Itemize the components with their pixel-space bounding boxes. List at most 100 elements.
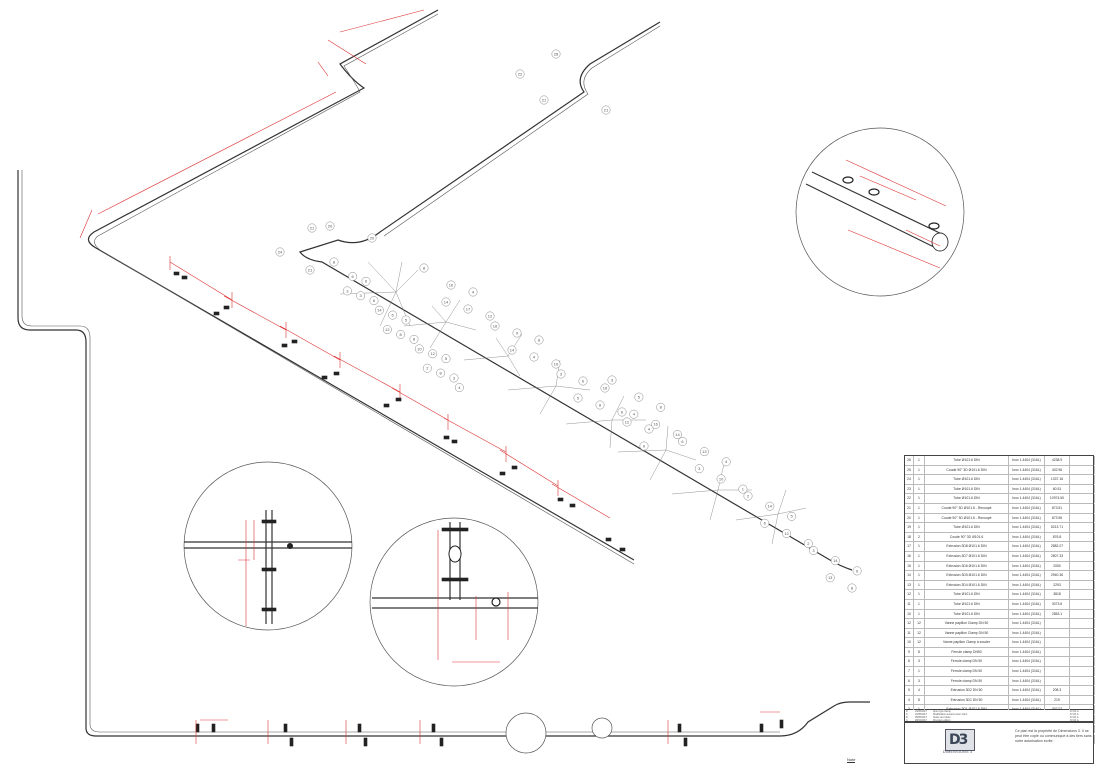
bom-cell: Inox 1.4404 (316L)	[1009, 599, 1045, 609]
bom-cell: Coude 90° 3D Ø101.6 DIN	[925, 465, 1009, 475]
main-right-bubble	[803, 539, 813, 549]
bom-cell: Inox 1.4404 (316L)	[1009, 456, 1045, 465]
bom-cell: Inox 1.4404 (316L)	[1009, 494, 1045, 503]
main-right-bubble-label: 16	[653, 422, 658, 427]
main-right-bubble	[678, 437, 687, 446]
bom-cell: 15	[905, 561, 914, 571]
main-left-bubble-label: 8	[413, 337, 416, 342]
bom-cell: 6	[905, 676, 914, 686]
main-right-bubble-label: 8	[851, 585, 854, 590]
bom-cell: 3818	[1045, 590, 1070, 599]
main-right-bubble-label: 5	[638, 394, 641, 399]
bom-cell: 12	[914, 638, 925, 647]
bom-cell	[1070, 609, 1095, 619]
main-right-bubble	[760, 518, 770, 528]
main-riser-pipe	[17, 170, 870, 737]
main-right-bubble-label: 5	[791, 514, 794, 519]
main-right-bubble-label: 1	[742, 486, 745, 491]
bom-cell: 11	[905, 599, 914, 609]
main-left-bubble	[409, 334, 419, 344]
bom-cell: Inox 1.4404 (316L)	[1009, 686, 1045, 695]
main-mid-bubble	[441, 297, 451, 307]
bom-cell: Coude 90° 3D Ø101.6 - Recoupé	[925, 513, 1009, 523]
bom-cell: 1	[914, 580, 925, 590]
bom-cell	[1070, 590, 1095, 599]
detail-view-center	[369, 517, 539, 687]
bom-cell	[1070, 532, 1095, 542]
revision-cell: Modification suivant retour client	[933, 713, 968, 716]
bom-cell: 402.96	[1045, 465, 1070, 475]
main-right-bubble	[852, 566, 862, 576]
branch-bubble	[307, 223, 317, 233]
main-right-bubble	[830, 556, 840, 566]
main-left-bubble	[422, 363, 432, 373]
bom-cell: Inox 1.4404 (316L)	[1009, 657, 1045, 667]
main-left-bubble-label: 10	[417, 346, 422, 351]
bom-cell: 208.3	[1045, 686, 1070, 695]
main-right-bubble	[825, 573, 835, 583]
main-left-bubble	[449, 373, 459, 383]
bom-cell	[1070, 465, 1095, 475]
bom-cell: 26	[905, 456, 914, 465]
bom-cell: 9	[905, 647, 914, 657]
main-mid-bubble-label: 12	[488, 313, 493, 318]
bom-cell: Inox 1.4404 (316L)	[1009, 705, 1045, 715]
main-right-bubble-label: 13	[828, 575, 833, 580]
bom-cell: 60.51	[1045, 484, 1070, 494]
main-left-bubble	[361, 276, 371, 286]
main-left-bubble	[329, 257, 339, 267]
bom-cell: Extrusion 3D7 Ø101.6 DIN	[925, 551, 1009, 561]
bom-cell: 1	[914, 609, 925, 619]
bom-cell	[1070, 676, 1095, 686]
bom-cell: Inox 1.4404 (316L)	[1009, 676, 1045, 686]
main-right-bubble	[738, 484, 748, 494]
bom-cell: Inox 1.4404 (316L)	[1009, 609, 1045, 619]
bom-cell: 8	[914, 647, 925, 657]
main-mid-bubble	[617, 407, 627, 417]
ramp-pipe	[87, 9, 635, 561]
bom-cell: 2882.07	[1045, 542, 1070, 551]
bom-cell: Inox 1.4404 (316L)	[1009, 571, 1045, 580]
bom-cell: 11	[905, 628, 914, 638]
main-mid-bubble	[507, 345, 517, 355]
bom-cell: 10	[905, 638, 914, 647]
bom-cell: 24	[905, 475, 914, 484]
bom-cell	[1070, 523, 1095, 532]
bom-cell: 1	[914, 590, 925, 599]
bom-cell: Vanne papillon Clamp DN 50	[925, 628, 1009, 638]
revision-cell: B	[906, 716, 908, 719]
main-right-bubble-label: 3	[698, 466, 701, 471]
bom-cell: 219	[1045, 695, 1070, 705]
bom-cell	[1045, 647, 1070, 657]
branch-bubble-label: 20	[370, 235, 375, 240]
main-mid-bubble	[534, 335, 544, 345]
top-bubble-label: 28	[554, 51, 559, 56]
bom-cell	[1070, 724, 1095, 734]
main-right-bubble-label: 6	[764, 521, 767, 526]
main-mid-bubble-label: 16	[449, 282, 454, 287]
bom-cell: Extrusion 3D5 Ø101.6 DIN	[925, 571, 1009, 580]
revision-cell: D.V.R.A.	[1070, 719, 1080, 722]
main-right-bubble	[787, 511, 797, 521]
main-left-bubble-label: 4	[458, 385, 461, 390]
bom-cell: 21	[905, 503, 914, 513]
main-left-bubble	[401, 315, 411, 325]
bom-cell: 1	[914, 465, 925, 475]
bom-cell: 1	[914, 494, 925, 503]
main-left-bubble-label: 8	[333, 259, 336, 264]
main-right-bubble	[716, 474, 726, 484]
